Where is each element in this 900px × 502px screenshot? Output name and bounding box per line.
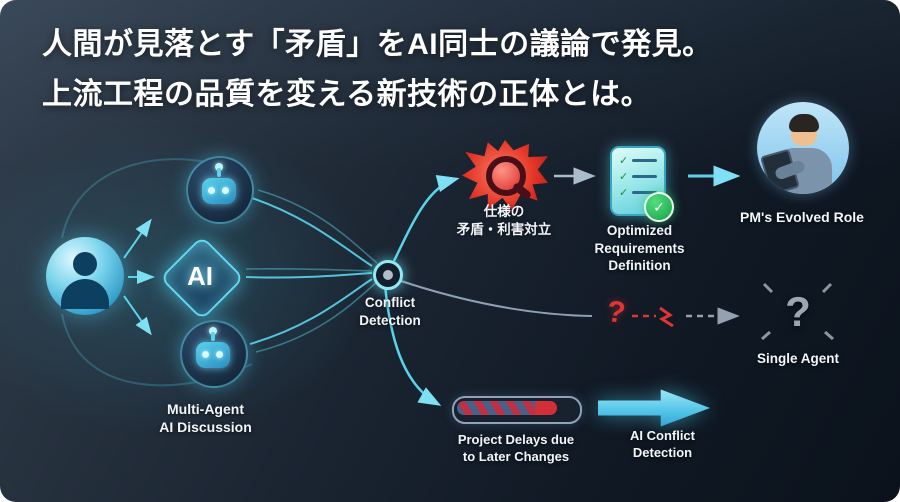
arrow-human-to-top-robot [123, 218, 152, 259]
checklist-icon: ✓ ✓ ✓ ✓ [610, 146, 674, 222]
failure-question-mark: ? [604, 294, 628, 331]
human-bust [61, 279, 109, 309]
human-head [73, 252, 97, 276]
green-check-badge: ✓ [644, 192, 674, 222]
checklist-line [632, 159, 657, 162]
conflict-detection-node [373, 260, 403, 290]
robot-eye-right [222, 187, 229, 194]
ai-conflict-arrow-label: AI Conflict Detection [630, 428, 695, 460]
single-agent-question-icon: ? [785, 288, 811, 335]
conflict-burst-icon [462, 140, 548, 214]
robot-eye-left [202, 351, 209, 358]
pm-illustration [752, 100, 850, 204]
checklist-line [632, 191, 657, 194]
robot-antenna-dot [215, 163, 223, 171]
pm-hair [789, 114, 819, 132]
ai-conflict-detection-arrow [598, 386, 710, 430]
ai-core-label: AI [187, 260, 213, 291]
robot-head [196, 342, 230, 368]
progress-stripes [457, 401, 536, 415]
stream-mid-1 [245, 272, 373, 279]
page-title: 人間が見落とす「矛盾」をAI同士の議論で発見。 上流工程の品質を変える新技術の正… [42, 28, 713, 111]
ai-core-icon: AI [158, 234, 245, 321]
project-delays-label: Project Delays due to Later Changes [457, 432, 575, 464]
robot-antenna-dot [209, 327, 217, 335]
stream-mid-2 [245, 267, 373, 272]
conflict-detection-label: Conflict Detection [359, 295, 421, 328]
progress-red-segment [535, 401, 557, 415]
confusion-dash-4 [824, 330, 834, 341]
robot-head [202, 178, 236, 204]
arrow-human-to-bottom-robot [123, 295, 152, 336]
pm-circle-background [757, 102, 849, 194]
ai-robot-bottom-icon [180, 320, 248, 388]
broken-arrow-zigzag [658, 306, 674, 328]
confusion-dash-1 [762, 282, 774, 294]
checklist-line [632, 175, 657, 178]
confusion-dash-3 [761, 330, 771, 341]
robot-antenna [211, 332, 215, 341]
human-avatar-icon [46, 237, 124, 315]
ai-robot-top-icon [186, 156, 254, 224]
spec-conflict-label: 仕様の 矛盾・利害対立 [456, 204, 552, 237]
single-agent-label: Single Agent [756, 351, 839, 366]
robot-antenna [217, 168, 221, 177]
confusion-dash-2 [821, 282, 833, 294]
conflict-node-dot [383, 270, 393, 280]
check-icon: ✓ [619, 187, 629, 199]
stream-top-2 [257, 189, 378, 264]
stream-top-1 [251, 197, 373, 267]
multi-agent-label: Multi-Agent AI Discussion [159, 401, 252, 436]
check-icon: ✓ [619, 155, 629, 167]
robot-eye-right [216, 351, 223, 358]
robot-eye-left [208, 187, 215, 194]
pm-role-label: PM's Evolved Role [740, 209, 864, 225]
big-cyan-arrow [598, 389, 710, 427]
project-delay-progress-bar [452, 396, 582, 424]
optimized-requirements-label: Optimized Requirements Definition [594, 223, 685, 274]
check-icon: ✓ [619, 171, 629, 183]
